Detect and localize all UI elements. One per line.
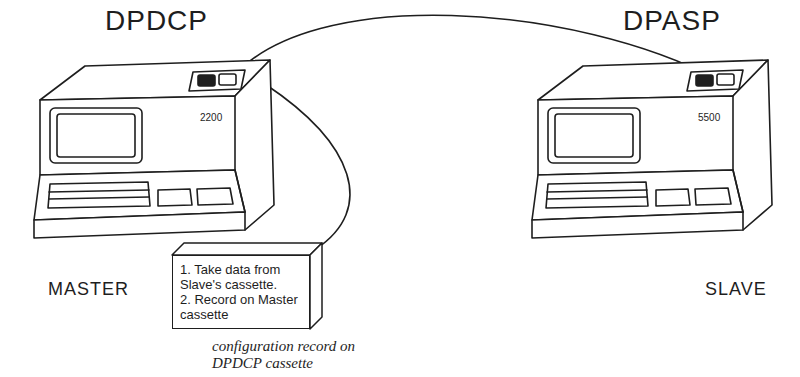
slave-terminal: DPASP 5500SLAVE (528, 0, 788, 310)
drawing-stroke (235, 170, 245, 212)
drawing-stroke (197, 188, 233, 205)
terminal-name: DPASP (623, 6, 721, 37)
drawing-stroke (547, 190, 647, 199)
drawing-stroke (172, 243, 322, 255)
drawing-stroke (695, 188, 731, 205)
drawing-stroke (546, 182, 648, 208)
cassette-link (265, 84, 350, 249)
drawing-stroke (172, 243, 322, 329)
drawing-stroke (34, 60, 274, 238)
drawing-stroke (158, 189, 192, 206)
drawing-stroke (532, 60, 772, 238)
drawing-stroke (656, 189, 690, 206)
drawing-stroke (548, 108, 640, 163)
terminal-name: DPDCP (105, 6, 208, 37)
model-number: 5500 (698, 112, 720, 123)
drawing-stroke (687, 70, 743, 91)
drawing-stroke (219, 74, 236, 85)
drawing-stroke (717, 74, 734, 85)
drawing-stroke (198, 75, 215, 86)
role-label: MASTER (48, 280, 129, 300)
drawing-stroke (310, 243, 322, 329)
drawing-stroke (696, 75, 713, 86)
instruction-step: 2. Record on Master cassette (180, 292, 302, 322)
role-label: SLAVE (705, 280, 767, 300)
model-number: 2200 (200, 112, 222, 123)
drawing-stroke (48, 182, 150, 208)
drawing-stroke (538, 96, 733, 175)
drawing-stroke (538, 60, 768, 100)
drawing-stroke (40, 60, 270, 100)
drawing-stroke (50, 108, 142, 163)
drawing-stroke (57, 114, 135, 157)
drawing-stroke (733, 170, 743, 212)
instruction-step: 1. Take data from Slave's cassette. (180, 262, 302, 292)
drawing-stroke (532, 212, 743, 238)
drawing-stroke (34, 212, 245, 238)
caption-note: configuration record on DPDCP cassette (212, 338, 357, 372)
drawing-stroke (49, 190, 149, 199)
terminal-drawing (528, 0, 788, 310)
instruction-box: 1. Take data from Slave's cassette.2. Re… (172, 255, 310, 329)
drawing-stroke (189, 70, 245, 91)
drawing-stroke (40, 96, 235, 175)
drawing-stroke (555, 114, 633, 157)
